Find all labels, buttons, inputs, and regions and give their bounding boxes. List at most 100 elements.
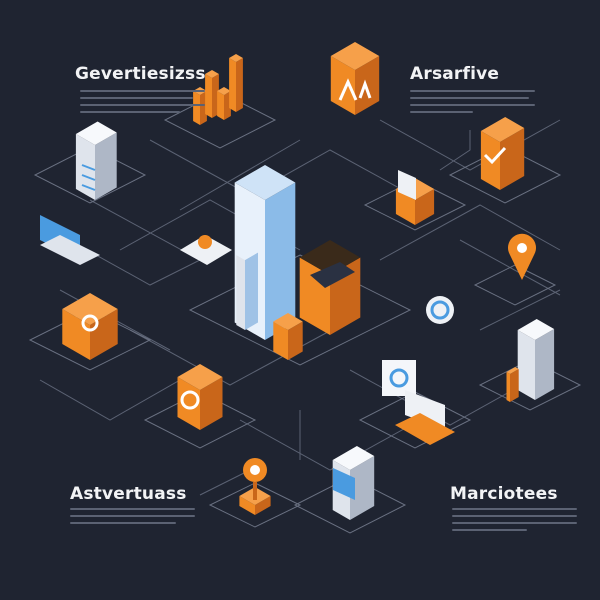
connection-line (59, 199, 202, 286)
chart-bar (229, 54, 243, 112)
connection-line (379, 204, 561, 261)
refresh-circle (198, 235, 212, 249)
cube-logo-icon (330, 42, 380, 115)
box-top-face (217, 87, 231, 95)
refresh-card (180, 235, 232, 265)
box-right-face (236, 58, 243, 112)
circle-link-ring (430, 300, 450, 320)
laptop-base-right (395, 413, 455, 445)
box-left-face (205, 74, 212, 118)
platform-check (448, 146, 562, 204)
section-text-top-right (410, 90, 535, 118)
platform-block (143, 391, 257, 449)
platform-chart (163, 91, 277, 149)
platform-flat-box (28, 309, 152, 371)
chart-bar (205, 70, 219, 118)
location-pin-dot (517, 243, 527, 253)
document-server-icon (517, 319, 555, 400)
box-left-face (217, 91, 224, 120)
section-text-bottom-left (70, 508, 195, 529)
platform-server-right (478, 359, 582, 411)
platform-location (473, 264, 557, 306)
block-icon (177, 364, 223, 430)
connection-line (379, 119, 561, 171)
box-top-face (205, 70, 219, 78)
box-left-face (517, 330, 535, 400)
section-heading-bottom-left: Astvertuass (70, 484, 187, 504)
small-orange-cube (273, 313, 303, 360)
section-text-bottom-right (452, 508, 577, 536)
orange-tile (506, 367, 519, 402)
section-heading-bottom-right: Marciotees (450, 484, 558, 504)
connection-line (479, 289, 561, 331)
box-left-face (239, 496, 255, 515)
platform-laptop (358, 391, 472, 449)
circle-link-icon (426, 296, 454, 324)
check-glyph (483, 146, 507, 165)
box-top-face (75, 121, 117, 145)
platform-stack (363, 179, 467, 231)
server-line (81, 184, 96, 191)
box-right-face (500, 128, 525, 190)
box-right-face (200, 377, 223, 430)
pin-head-dot (250, 465, 260, 475)
box-left-face (229, 58, 236, 112)
laptop-screen-right (405, 390, 445, 430)
section-heading-top-right: Arsarfive (410, 64, 500, 84)
server-icon (75, 121, 117, 200)
box-top-face (332, 446, 375, 470)
connection-line (439, 130, 471, 171)
box-top-face (517, 319, 555, 340)
box-right-face (415, 189, 435, 225)
box-right-face (265, 182, 296, 340)
checkbox-box-icon (480, 117, 525, 190)
box-right-face (535, 329, 555, 400)
box-left-face (273, 321, 288, 360)
connection-line (149, 139, 431, 206)
box-top-face (273, 313, 303, 330)
platform-pin (208, 482, 302, 528)
box-left-face (177, 377, 200, 430)
box-top-face (330, 42, 380, 70)
box-top-face (62, 293, 118, 325)
box-right-face (510, 369, 519, 402)
box-right-face (350, 456, 375, 520)
box-top-face (229, 54, 243, 62)
box-top-face (234, 165, 296, 200)
section-text-top-left (80, 90, 205, 118)
connection-line (39, 379, 181, 421)
server-line (81, 164, 96, 171)
box-top-face (506, 367, 519, 374)
box-top-face (480, 117, 525, 142)
box-left-face (236, 255, 245, 330)
platform-device (293, 476, 407, 534)
box-right-face (288, 321, 303, 360)
connection-line (179, 139, 301, 211)
laptop-base (40, 235, 100, 265)
monitor-icon (382, 360, 416, 396)
device-screen (333, 468, 355, 500)
block-glyph (180, 390, 200, 410)
box-right-face (245, 252, 258, 330)
location-pin-icon (508, 233, 537, 280)
connection-line (129, 319, 351, 386)
box-top-face (236, 247, 258, 260)
box-left-face (193, 91, 200, 125)
connection-line (199, 469, 251, 496)
chart-bar (217, 87, 231, 120)
box-left-face (330, 56, 355, 115)
monitor-circle (389, 368, 409, 388)
center-platform (188, 254, 412, 366)
server-line (81, 174, 96, 181)
data-tower-side (236, 247, 258, 330)
connection-line (239, 419, 421, 471)
flat-box-icon (62, 293, 118, 360)
box-right-face (95, 132, 117, 200)
box-left-face (395, 189, 415, 225)
flat-box-glyph (81, 314, 99, 332)
box-top-face (177, 364, 223, 390)
section-heading-top-left: Gevertiesizss (75, 64, 206, 84)
box-right-face (255, 496, 271, 515)
cube-logo-glyph (338, 78, 372, 101)
